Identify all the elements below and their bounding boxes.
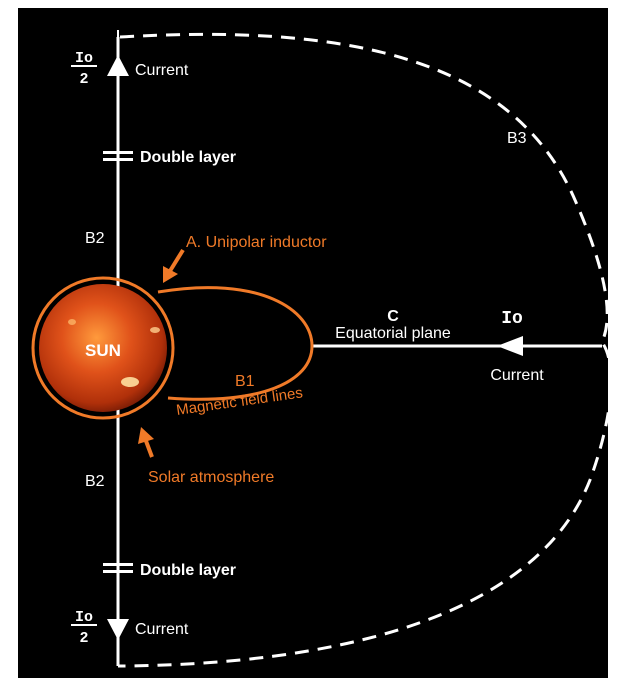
current-label-bottom: Current: [135, 621, 189, 638]
b1-magnetic-loop: [157, 286, 314, 401]
equatorial-plane-label: Equatorial plane: [335, 325, 451, 342]
io-half-top-denominator: 2: [79, 71, 88, 88]
io-half-top: Io 2: [71, 50, 97, 88]
solar-atmosphere-ring: [31, 276, 175, 420]
unipolar-pointer-arrow-icon: [163, 266, 178, 283]
current-arrow-down-icon: [107, 619, 129, 640]
double-layer-label-top: Double layer: [140, 149, 236, 166]
double-layer-label-bottom: Double layer: [140, 562, 236, 579]
io-half-bottom: Io 2: [71, 609, 97, 647]
sun-label: SUN: [85, 341, 121, 360]
b3-label: B3: [507, 130, 527, 147]
sun-flare: [150, 327, 160, 333]
solar-atmosphere-label: Solar atmosphere: [148, 469, 274, 486]
io-label: Io: [501, 309, 523, 329]
io-half-bottom-denominator: 2: [79, 630, 88, 647]
current-label-equator: Current: [490, 367, 544, 384]
b2-label-bottom: B2: [85, 473, 105, 490]
io-half-bottom-numerator: Io: [75, 609, 93, 626]
double-layer-marker-top: [103, 151, 133, 161]
b1-label: B1: [235, 373, 255, 390]
sun-flare: [121, 377, 139, 387]
current-label-top: Current: [135, 62, 189, 79]
io-half-top-numerator: Io: [75, 50, 93, 67]
b2-label-top: B2: [85, 230, 105, 247]
c-label: C: [387, 308, 399, 325]
atmosphere-pointer-shaft: [144, 440, 154, 458]
current-arrow-up-icon: [107, 55, 129, 76]
equatorial-current-arrow-icon: [497, 336, 523, 356]
sun-flare: [68, 319, 76, 325]
unipolar-inductor-label: A. Unipolar inductor: [186, 234, 327, 251]
unipolar-pointer-shaft: [168, 248, 185, 273]
double-layer-marker-bottom: [103, 563, 133, 573]
atmosphere-pointer-arrow-icon: [138, 427, 154, 444]
